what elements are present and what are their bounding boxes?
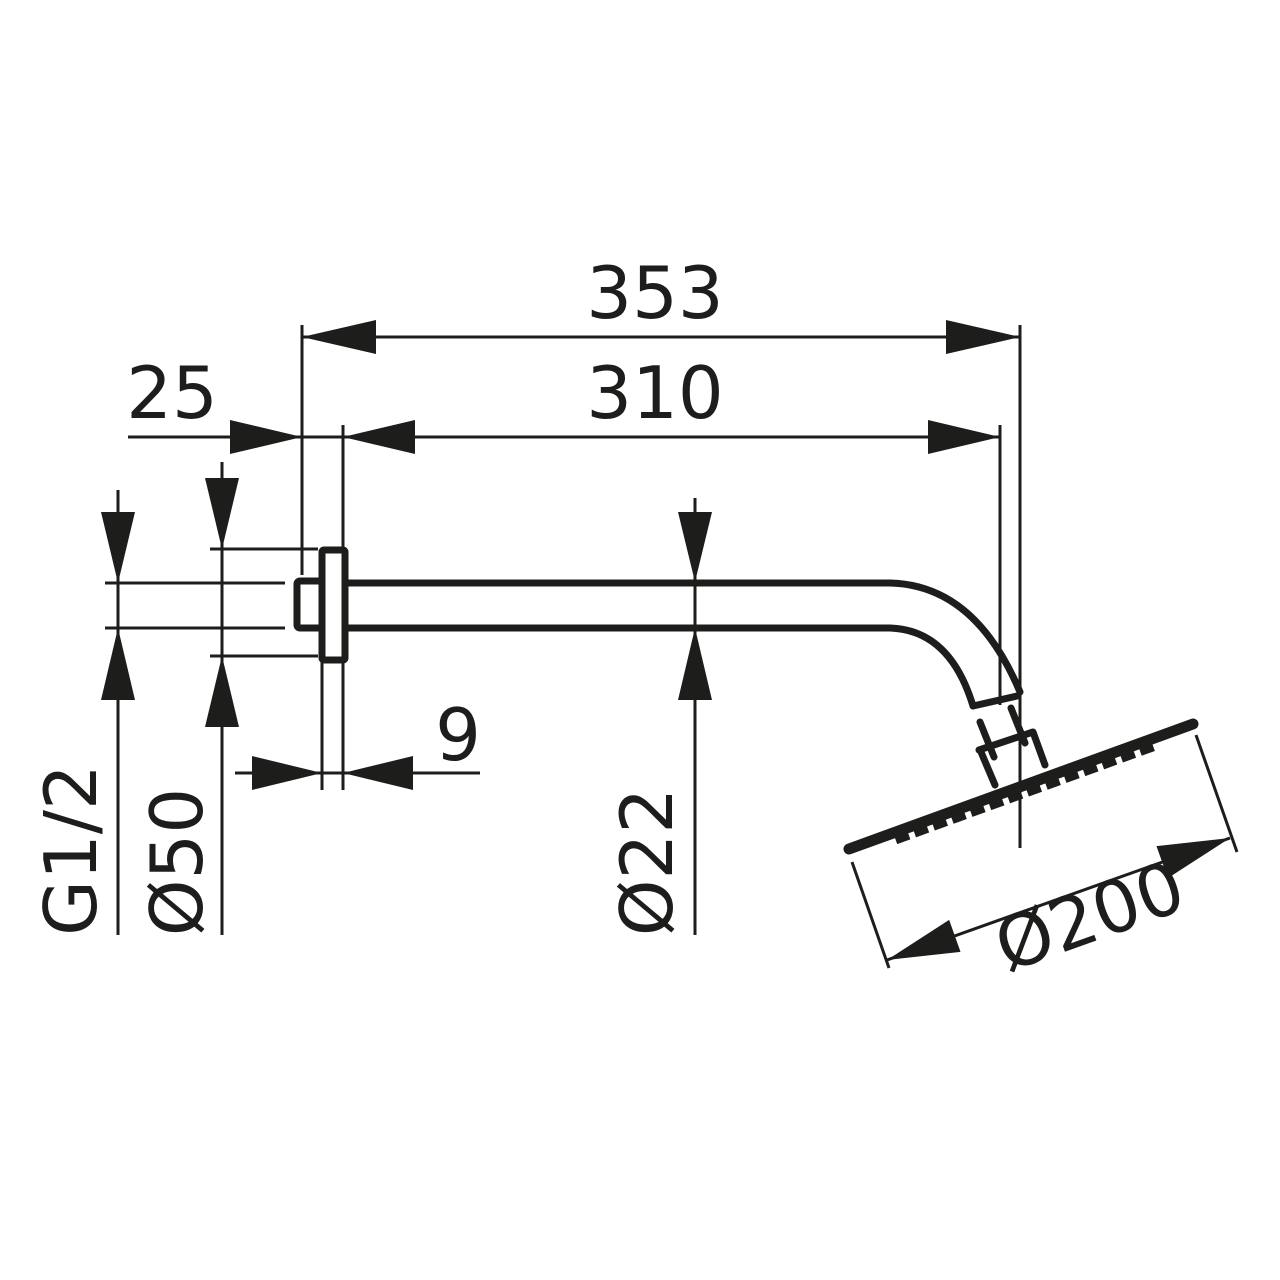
wall-flange — [318, 546, 349, 664]
dimension-label-d200: Ø200 — [984, 844, 1195, 988]
dimension-flange-diameter: Ø50 — [135, 462, 239, 936]
dimension-label-310: 310 — [586, 351, 723, 435]
dimension-overall-length: 353 — [302, 251, 1020, 354]
dimension-label-d50: Ø50 — [135, 788, 219, 936]
dimension-thread: G1/2 — [29, 490, 135, 936]
shower-head — [843, 718, 1199, 855]
dimension-label-d22: Ø22 — [605, 788, 689, 936]
dimension-head-diameter: Ø200 — [886, 836, 1231, 989]
dimension-label-g1-2: G1/2 — [29, 764, 113, 936]
dimension-label-9: 9 — [435, 693, 481, 777]
dimension-pipe-diameter: Ø22 — [605, 498, 712, 936]
dimension-label-353: 353 — [586, 251, 723, 335]
dimension-flange-thickness: 9 — [235, 693, 481, 790]
head-connector — [975, 728, 1049, 789]
arm-outer-edge — [341, 579, 1024, 696]
dimension-label-25: 25 — [126, 351, 218, 435]
arm-inner-edge — [341, 624, 977, 710]
shower-arm — [293, 546, 1049, 789]
extension-lines — [105, 325, 1239, 969]
dimension-arm-length: 310 25 — [126, 351, 1000, 454]
thread-nut — [293, 577, 326, 632]
